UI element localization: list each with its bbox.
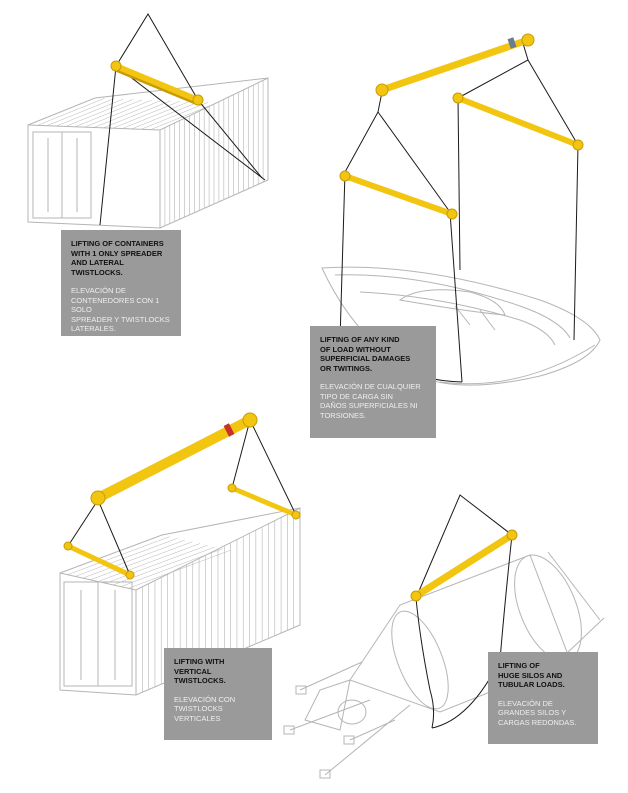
caption-any-load: LIFTING OF ANY KIND OF LOAD WITHOUT SUPE… <box>310 326 436 438</box>
caption-vertical-twistlocks: LIFTING WITH VERTICAL TWISTLOCKS. ELEVAC… <box>164 648 272 740</box>
caption-spanish: ELEVACIÓN DE CUALQUIER TIPO DE CARGA SIN… <box>320 382 421 420</box>
scene-container-single-spreader <box>27 13 269 229</box>
roof-line <box>150 102 218 130</box>
roof-line <box>75 538 178 577</box>
roof-line <box>97 543 201 582</box>
spreader-beam-icon <box>339 33 584 220</box>
caption-spanish: ELEVACIÓN DE GRANDES SILOS Y CARGAS REDO… <box>498 698 577 727</box>
scene-silo-tubular <box>283 494 605 779</box>
spreader-beam-icon <box>110 60 204 106</box>
roof-line <box>37 98 105 126</box>
roof-line <box>67 536 170 575</box>
container-icon <box>27 77 269 229</box>
caption-containers-single-spreader: LIFTING OF CONTAINERS WITH 1 ONLY SPREAD… <box>61 230 181 336</box>
roof-line <box>112 100 180 129</box>
spreader-beam-icon <box>63 412 301 580</box>
caption-english: LIFTING WITH VERTICAL TWISTLOCKS. <box>174 657 226 685</box>
roof-line <box>122 101 190 129</box>
caption-english: LIFTING OF HUGE SILOS AND TUBULAR LOADS. <box>498 661 565 689</box>
roof-line <box>128 550 231 589</box>
caption-spanish: ELEVACIÓN CON TWISTLOCKS VERTICALES <box>174 694 236 723</box>
scene-boat-multi-spreader <box>321 33 601 386</box>
spreader-beam-icon <box>410 529 518 602</box>
slings <box>67 419 297 576</box>
caption-spanish: ELEVACIÓN DE CONTENEDORES CON 1 SOLO SPR… <box>71 286 170 333</box>
scene-container-vertical-twistlocks <box>59 412 301 696</box>
roof-line <box>56 98 124 127</box>
roof-line <box>46 98 114 126</box>
roof-line <box>120 548 223 587</box>
roof-line <box>82 539 185 579</box>
roof-line <box>131 101 199 130</box>
caption-english: LIFTING OF CONTAINERS WITH 1 ONLY SPREAD… <box>71 239 164 277</box>
roof-line <box>141 102 209 130</box>
roof-line <box>75 99 143 128</box>
roof-line <box>93 100 162 128</box>
container-icon <box>59 507 301 696</box>
roof-line <box>105 544 208 584</box>
caption-silos-tubular: LIFTING OF HUGE SILOS AND TUBULAR LOADS.… <box>488 652 598 744</box>
roof-line <box>65 99 133 127</box>
slings <box>99 13 266 226</box>
roof-line <box>90 541 193 581</box>
roof-line <box>84 99 152 128</box>
roof-line <box>103 100 171 129</box>
caption-english: LIFTING OF ANY KIND OF LOAD WITHOUT SUPE… <box>320 335 411 373</box>
